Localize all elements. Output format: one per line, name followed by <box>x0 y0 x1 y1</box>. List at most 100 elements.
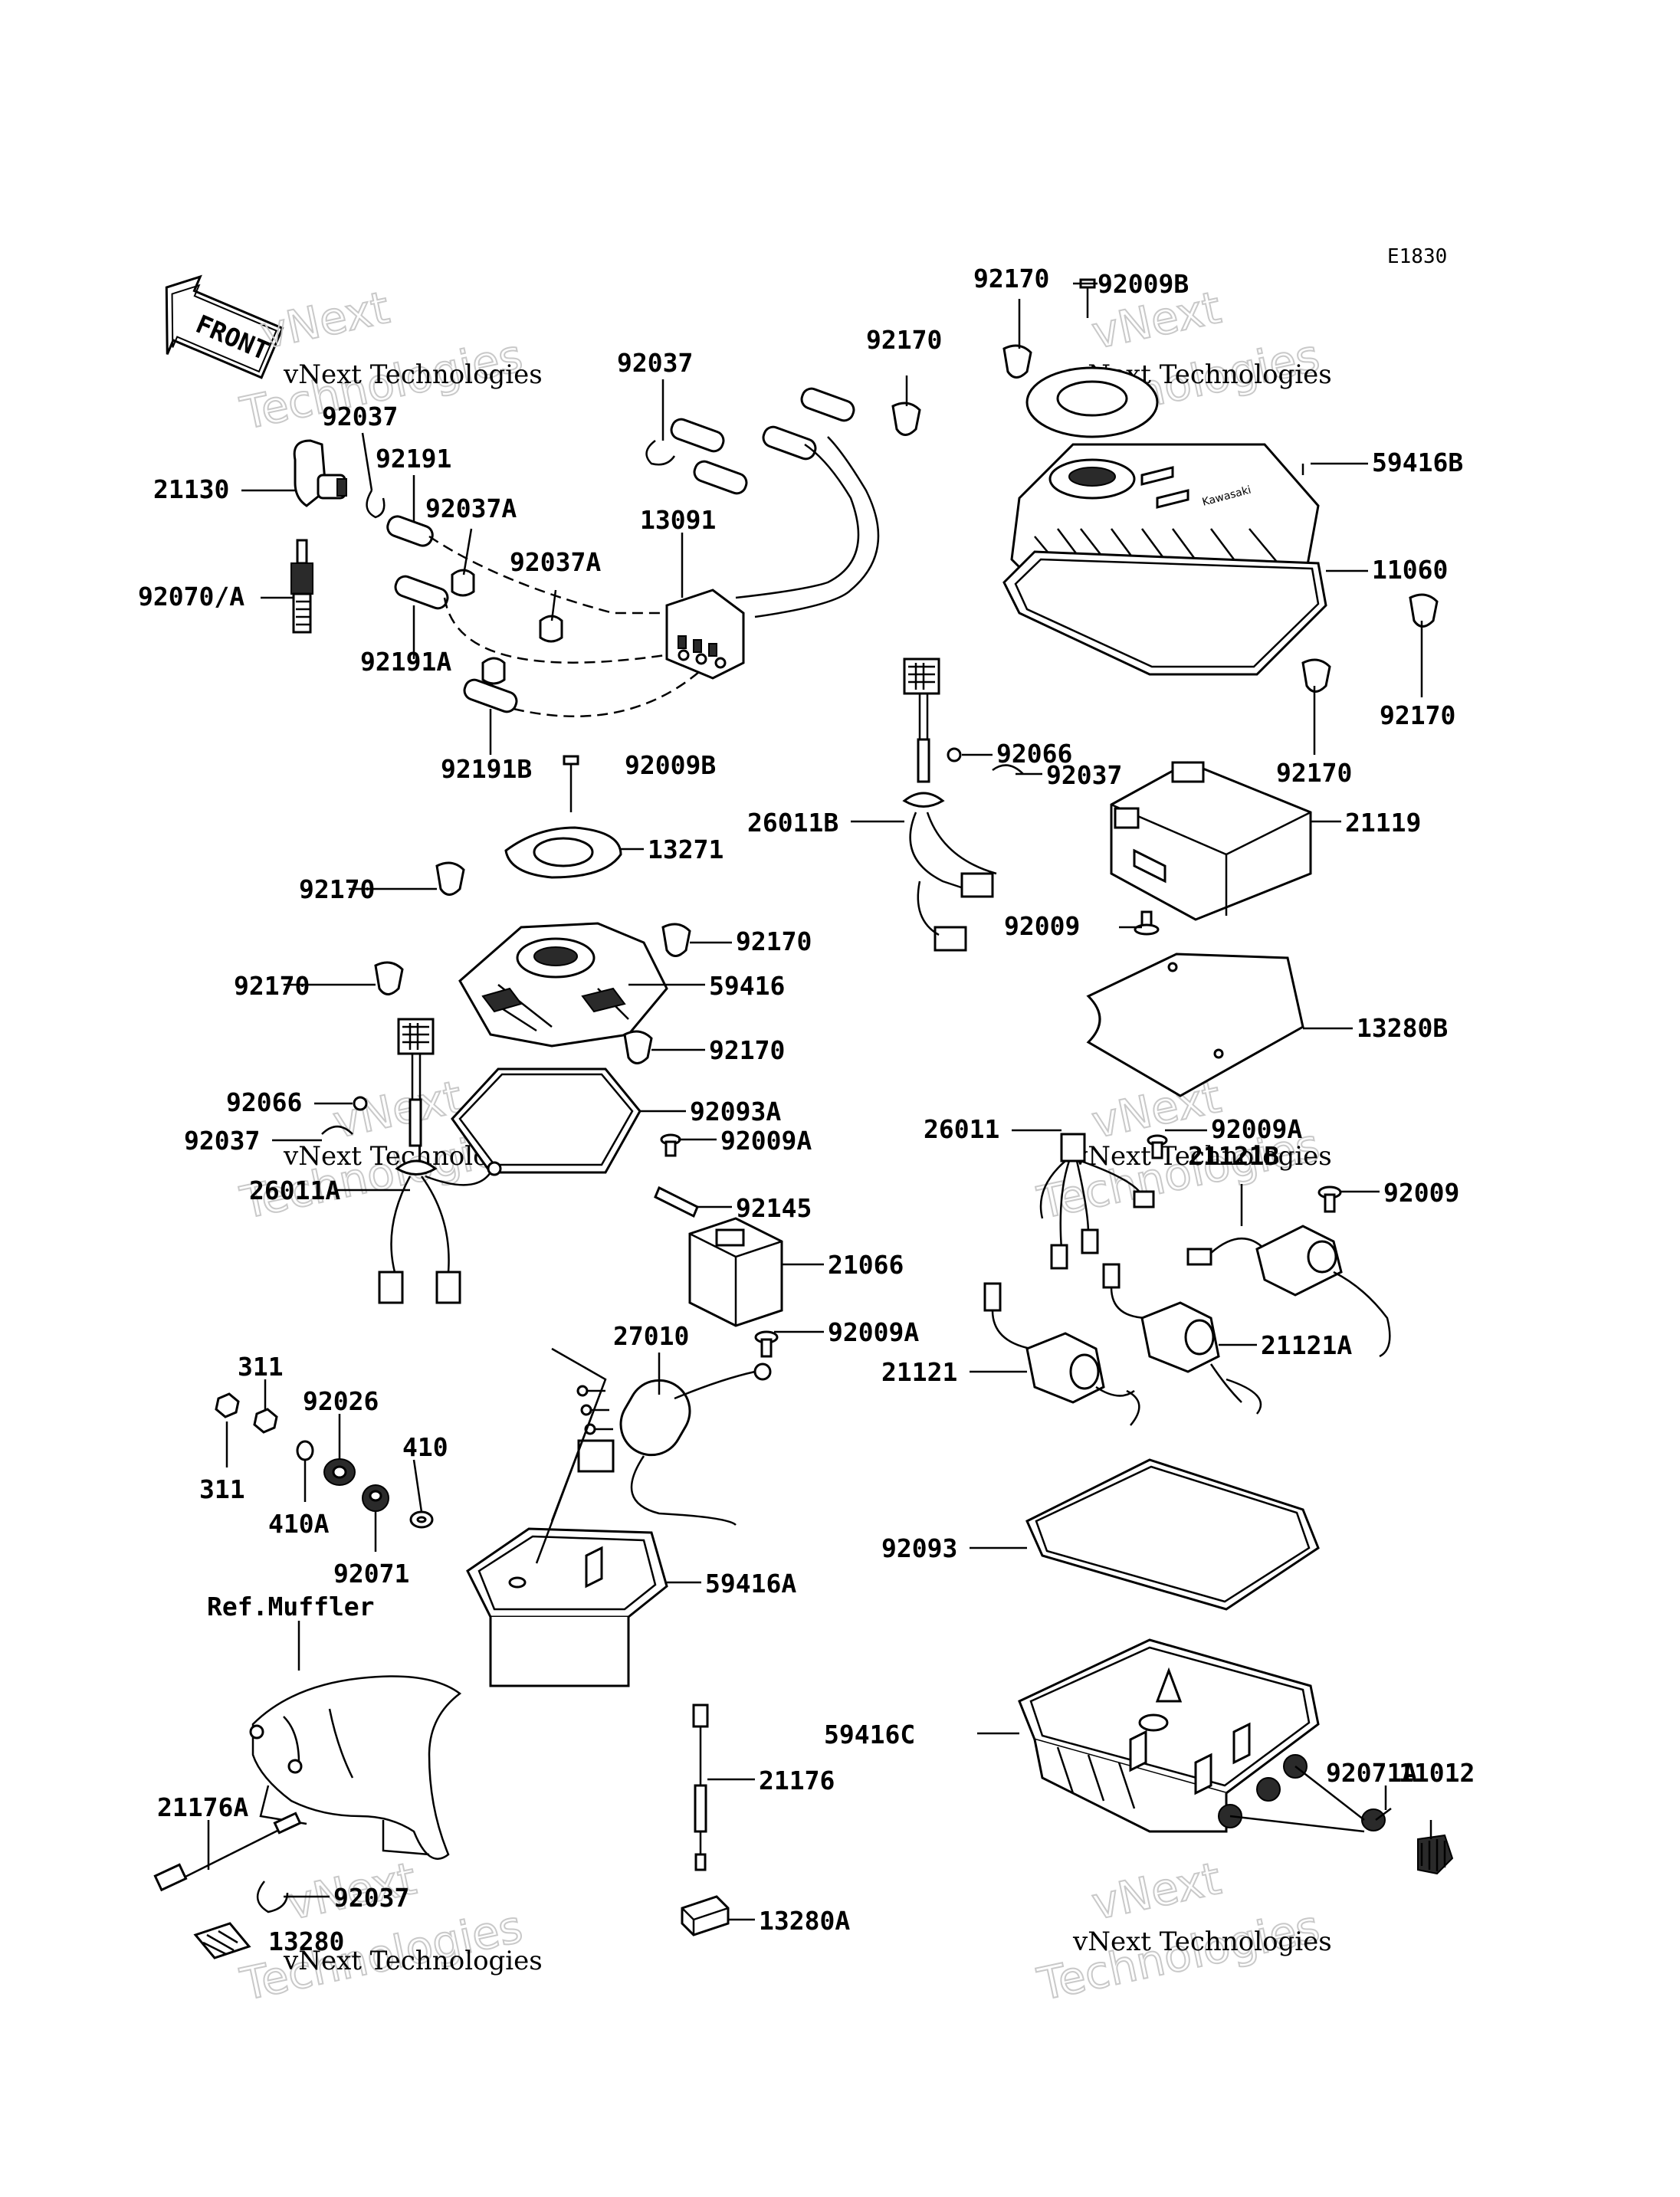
clamp-92037-bottom <box>257 1881 289 1913</box>
callout-92170: 92170 <box>866 325 942 355</box>
callout-92170: 92170 <box>709 1035 785 1065</box>
callout-410a: 410A <box>268 1509 330 1539</box>
callout-21176: 21176 <box>759 1766 835 1795</box>
spark-plug-cap <box>293 439 347 507</box>
ignition-coil-21121a <box>1102 1263 1262 1415</box>
clip-92066-left <box>353 1096 368 1111</box>
callout-21130: 21130 <box>153 474 229 504</box>
ignition-coil-21121b <box>1186 1225 1391 1358</box>
callout-92170: 92170 <box>299 874 375 904</box>
callout-26011: 26011 <box>924 1114 999 1144</box>
callout-92066: 92066 <box>996 739 1072 769</box>
callout-92071a: 92071A <box>1326 1758 1417 1788</box>
callout-92071: 92071 <box>333 1559 409 1589</box>
callout-92009a: 92009A <box>828 1317 919 1347</box>
callout-92191a: 92191A <box>360 647 451 677</box>
svg-text:vNext: vNext <box>256 281 394 359</box>
callout-92037: 92037 <box>1046 760 1122 790</box>
harness-26011a <box>378 1018 502 1304</box>
callout-92170: 92170 <box>1380 700 1455 730</box>
callout-59416b: 59416B <box>1372 448 1463 477</box>
callout-21176a: 21176A <box>157 1792 248 1822</box>
case-59416c <box>1018 1638 1320 1833</box>
gasket-ring-top <box>1025 366 1159 438</box>
callout-21066: 21066 <box>828 1250 904 1280</box>
clip-92170-m3 <box>374 961 404 995</box>
gasket-92093a <box>451 1067 641 1174</box>
callout-21121: 21121 <box>881 1357 957 1387</box>
bolt-92009-cdi <box>1134 910 1160 936</box>
callout-11012: 11012 <box>1399 1758 1475 1788</box>
muffler-reference <box>249 1675 462 1860</box>
hose-clamp-92037-top <box>645 440 676 466</box>
callout-92170: 92170 <box>234 971 310 1001</box>
cover-59416 <box>458 922 668 1048</box>
watermark-bottom-right: vNext Technologies vNext Technologies <box>1032 1851 1332 2012</box>
callout-92070a: 92070/A <box>138 582 244 612</box>
callout-410: 410 <box>402 1432 448 1462</box>
nut-311-bottom <box>215 1392 240 1418</box>
grommet-92071a <box>1361 1808 1386 1831</box>
callout-11060: 11060 <box>1372 555 1448 585</box>
clamp-92037-right <box>992 764 1024 775</box>
callout-92009b: 92009B <box>625 750 716 780</box>
washer-410 <box>409 1510 434 1529</box>
svg-text:vNext Technologies: vNext Technologies <box>283 1946 543 1976</box>
callout-92009: 92009 <box>1004 911 1080 941</box>
svg-text:vNext Technologies: vNext Technologies <box>283 359 543 390</box>
callout-92009b: 92009B <box>1098 269 1189 299</box>
callout-21121b: 21121B <box>1188 1141 1279 1171</box>
svg-text:vNext Technologies: vNext Technologies <box>1072 1141 1332 1172</box>
callout-92145: 92145 <box>736 1193 812 1223</box>
washer-410a <box>296 1440 314 1461</box>
callout-13280a: 13280A <box>759 1906 850 1936</box>
pad-13280 <box>193 1922 251 1959</box>
callout-92093: 92093 <box>881 1533 957 1563</box>
bolt-92009-right <box>1317 1185 1342 1213</box>
gasket-11060 <box>1002 550 1327 676</box>
ignition-coil-21121 <box>983 1282 1140 1426</box>
callout-13280b: 13280B <box>1357 1013 1448 1043</box>
bolt-92009a-right <box>1147 1134 1168 1159</box>
starter-relay-27010 <box>576 1362 772 1526</box>
callout-92170: 92170 <box>736 926 812 956</box>
temp-sensor-21176a <box>153 1812 302 1892</box>
bolt-92009a-lower <box>754 1330 779 1358</box>
plate-13280b <box>1086 953 1304 1097</box>
callout-13091: 13091 <box>640 505 716 535</box>
grommet-92071 <box>362 1484 389 1512</box>
callout-27010: 27010 <box>613 1321 689 1351</box>
nut-311-top <box>253 1408 278 1434</box>
callout-21119: 21119 <box>1345 808 1421 838</box>
callout-311: 311 <box>238 1352 284 1382</box>
pad-13280a <box>681 1895 730 1936</box>
svg-text:vNext: vNext <box>1088 1852 1226 1930</box>
callout-92037: 92037 <box>617 348 693 378</box>
clip-92170-right-b <box>1301 658 1331 693</box>
wire-clamps-92037a <box>451 569 563 685</box>
callout-311: 311 <box>199 1474 245 1504</box>
grommet-92026 <box>323 1458 356 1486</box>
callout-59416a: 59416A <box>705 1569 796 1599</box>
spark-plug <box>290 539 313 634</box>
clip-92170-m2 <box>661 923 691 957</box>
callout-92093a: 92093A <box>690 1097 781 1126</box>
bolt-92009b-mid <box>563 755 579 812</box>
sensor-21176 <box>692 1703 709 1871</box>
callout-59416: 59416 <box>709 971 785 1001</box>
clip-92170-top-b <box>891 402 921 436</box>
clip-92170-m1 <box>435 861 465 896</box>
callout-92037: 92037 <box>322 402 398 431</box>
callout-92037: 92037 <box>184 1126 260 1156</box>
callout-92037a: 92037A <box>510 547 601 577</box>
cap-11012 <box>1417 1834 1454 1875</box>
harness-26011 <box>1039 1133 1155 1270</box>
svg-text:vNext Technologies: vNext Technologies <box>1072 1926 1332 1957</box>
hose-clamp-92037-left <box>366 490 386 519</box>
box-59416a <box>466 1527 668 1687</box>
leader-lines <box>207 282 1432 1921</box>
callout-13280: 13280 <box>268 1926 344 1956</box>
diagram-code: E1830 <box>1387 245 1447 268</box>
